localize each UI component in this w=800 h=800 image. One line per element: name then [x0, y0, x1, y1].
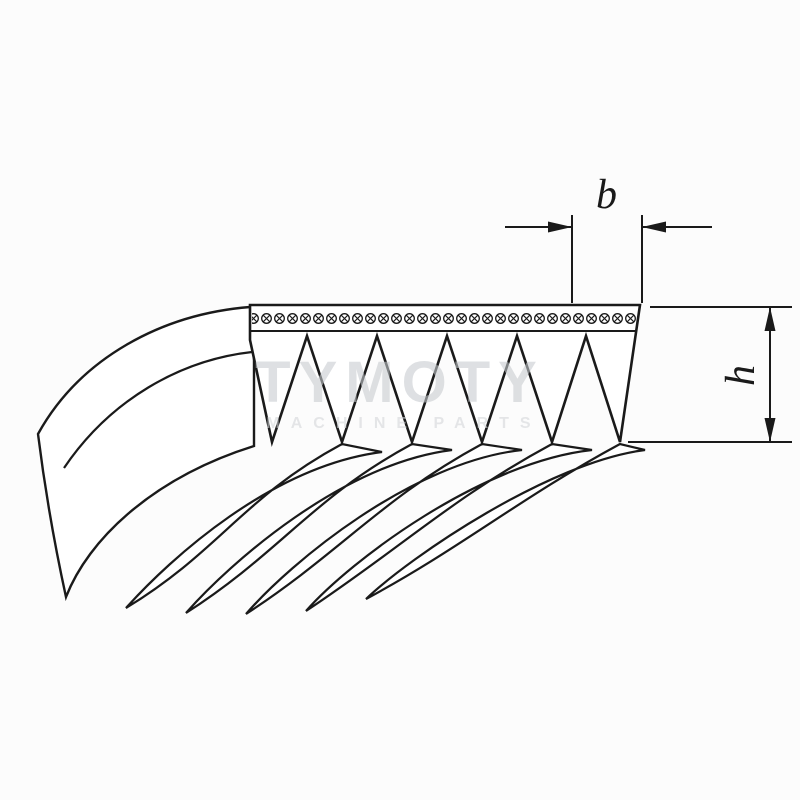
belt-back-inner-curve: [63, 350, 253, 469]
belt-cross-section: [248, 303, 642, 447]
perspective-rib-5: [305, 442, 593, 612]
belt-back-outline: [36, 305, 256, 602]
b-arrowhead-right: [642, 221, 666, 233]
h-arrowhead-bottom: [764, 418, 776, 442]
cross-section-outline: [248, 303, 642, 447]
tension-cord-band: [252, 308, 636, 329]
watermark-subtitle: MACHINE PARTS: [266, 415, 541, 432]
dimension-b: b: [505, 172, 712, 303]
perspective-rib-2: [125, 442, 383, 609]
belt-back-surface: [36, 305, 256, 602]
perspective-rib-3: [185, 442, 453, 614]
h-arrowhead-top: [764, 307, 776, 331]
belt-perspective-ribs: [125, 442, 646, 615]
b-arrowhead-left: [548, 221, 572, 233]
perspective-rib-4: [245, 442, 523, 615]
watermark: TYMOTY MACHINE PARTS: [255, 350, 545, 432]
h-dimension-label: h: [718, 365, 764, 386]
watermark-title: TYMOTY: [255, 350, 545, 415]
b-dimension-label: b: [596, 172, 617, 218]
perspective-rib-6: [365, 442, 646, 600]
dimension-h: h: [628, 306, 792, 443]
